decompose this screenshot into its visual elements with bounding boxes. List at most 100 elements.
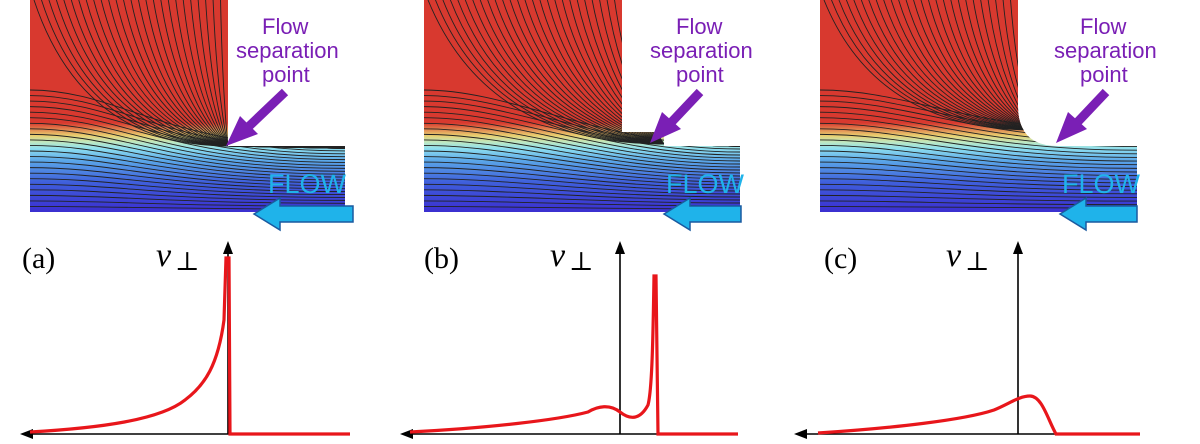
streamline xyxy=(30,178,345,195)
streamline xyxy=(820,167,1137,184)
streamline xyxy=(424,139,740,174)
separation-label-line-1: Flow xyxy=(262,14,309,39)
streamline xyxy=(820,172,1137,187)
streamline xyxy=(424,100,740,153)
streamline xyxy=(424,183,740,198)
streamline xyxy=(424,122,740,165)
flow-separation-arrow xyxy=(650,88,704,143)
streamline xyxy=(30,156,345,184)
streamline xyxy=(424,117,740,162)
velocity-curve xyxy=(817,394,1140,436)
streamline xyxy=(424,167,740,189)
flow-label: FLOW xyxy=(1062,169,1141,199)
separation-label-line-2: separation xyxy=(650,38,753,63)
streamline xyxy=(820,150,1137,173)
panel-c-letter: (c) xyxy=(824,242,857,275)
separation-label-line-3: point xyxy=(676,62,724,87)
streamline xyxy=(820,122,1137,155)
panel-a: Flow separation point FLOW (a) v⊥ xyxy=(0,0,380,444)
streamline xyxy=(30,167,345,190)
streamline xyxy=(424,161,740,186)
streamline xyxy=(424,178,740,195)
streamline xyxy=(93,0,345,147)
streamline xyxy=(30,172,345,193)
streamline xyxy=(532,0,740,147)
streamline xyxy=(30,183,345,198)
streamline xyxy=(820,139,1137,166)
streamline xyxy=(424,106,740,156)
streamline xyxy=(30,194,345,204)
separation-label-line-1: Flow xyxy=(1080,14,1127,39)
streamline xyxy=(820,189,1137,198)
streamline xyxy=(424,172,740,192)
streamline xyxy=(905,0,1137,133)
streamline xyxy=(424,95,740,150)
perp-subscript: ⊥ xyxy=(569,247,593,277)
panel-c-figure: Flow separation point FLOW (c) v⊥ xyxy=(794,0,1157,439)
streamline xyxy=(820,194,1137,202)
streamline xyxy=(820,178,1137,191)
streamline xyxy=(820,145,1137,169)
panel-b-figure: Flow separation point FLOW (b) v⊥ xyxy=(400,0,753,439)
streamline xyxy=(820,133,1137,162)
perp-subscript: ⊥ xyxy=(175,247,199,277)
v-symbol: v xyxy=(550,237,566,274)
v-symbol: v xyxy=(946,237,962,274)
streamline xyxy=(424,150,740,180)
v-perp-label: v⊥ xyxy=(550,237,594,277)
streamline xyxy=(182,0,345,147)
streamline xyxy=(138,0,345,149)
streamline xyxy=(424,133,740,171)
streamline xyxy=(30,189,345,201)
v-perp-label: v⊥ xyxy=(156,237,200,277)
panel-a-letter: (a) xyxy=(22,242,55,275)
streamline xyxy=(30,122,345,166)
separation-label-line-3: point xyxy=(262,62,310,87)
velocity-curve xyxy=(29,256,350,436)
streamline xyxy=(30,100,345,155)
streamline xyxy=(167,0,345,149)
streamline xyxy=(424,156,740,183)
panel-b: Flow separation point FLOW (b) v⊥ xyxy=(398,0,778,444)
streamline xyxy=(30,117,345,163)
separation-label-line-2: separation xyxy=(1054,38,1157,63)
streamlines xyxy=(30,0,345,210)
streamline xyxy=(30,106,345,158)
streamline xyxy=(524,0,740,146)
streamline xyxy=(30,139,345,175)
flow-separation-arrow xyxy=(226,88,289,146)
streamline xyxy=(30,150,345,181)
streamline xyxy=(100,0,345,148)
streamline xyxy=(160,0,345,148)
streamline xyxy=(30,161,345,187)
panel-c: Flow separation point FLOW (c) v⊥ xyxy=(794,0,1174,444)
streamline xyxy=(152,0,345,147)
streamline xyxy=(820,183,1137,195)
streamline xyxy=(123,0,345,147)
velocity-curve xyxy=(409,274,738,436)
flow-direction-arrow xyxy=(252,196,354,232)
streamline xyxy=(820,117,1137,151)
flow-label: FLOW xyxy=(666,169,745,199)
streamline xyxy=(145,0,345,149)
streamline xyxy=(898,0,1137,133)
flow-label: FLOW xyxy=(268,169,347,199)
v-perp-label: v⊥ xyxy=(946,237,990,277)
streamline xyxy=(175,0,345,149)
streamline xyxy=(424,145,740,177)
streamline xyxy=(820,156,1137,177)
streamline xyxy=(220,0,345,148)
separation-label-line-3: point xyxy=(1080,62,1128,87)
streamline xyxy=(424,128,740,168)
streamline xyxy=(820,128,1137,158)
streamline xyxy=(517,0,740,145)
streamline xyxy=(424,111,740,159)
streamline xyxy=(30,128,345,169)
separation-label-line-2: separation xyxy=(236,38,339,63)
v-symbol: v xyxy=(156,237,172,274)
streamline xyxy=(130,0,345,148)
panel-a-figure: Flow separation point FLOW (a) v⊥ xyxy=(20,0,354,439)
streamline xyxy=(30,145,345,178)
streamline xyxy=(212,0,345,147)
flow-field xyxy=(30,0,345,212)
